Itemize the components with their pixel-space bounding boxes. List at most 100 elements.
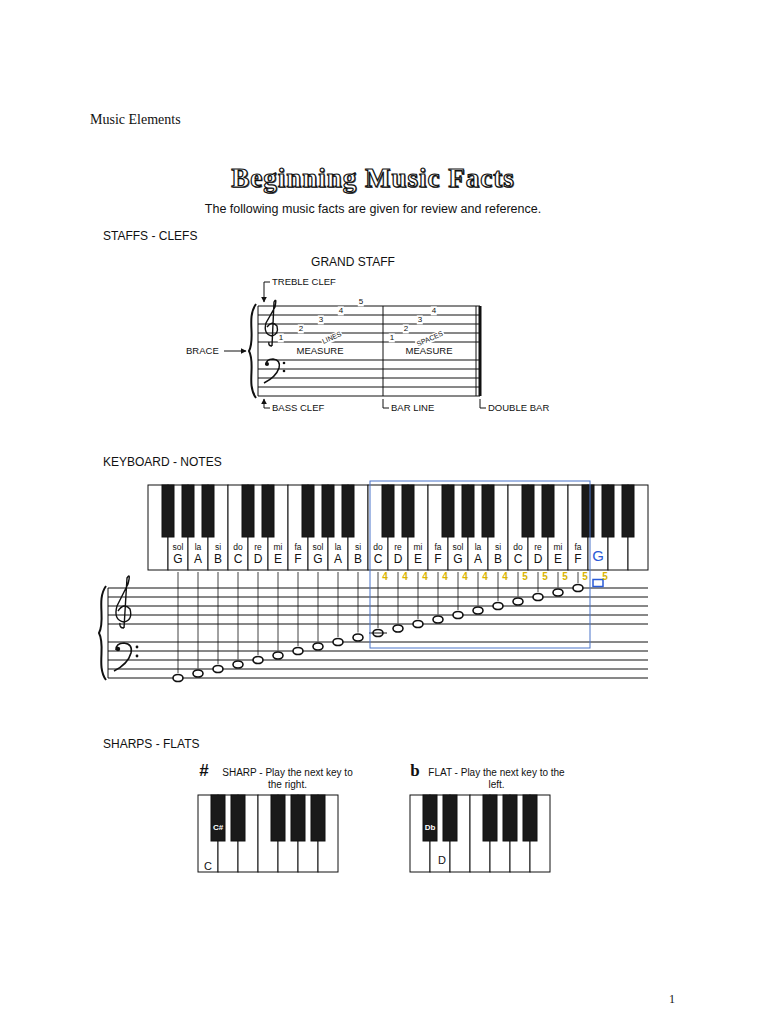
key-note-line — [458, 572, 459, 610]
solfege-label: si — [355, 543, 361, 553]
black-key — [542, 485, 554, 537]
key-note-line — [298, 572, 299, 646]
whole-note — [593, 580, 603, 587]
staff-line — [258, 333, 480, 334]
whole-note — [353, 634, 363, 641]
whole-note — [333, 639, 343, 646]
note-letter: D — [254, 553, 263, 567]
black-key — [622, 485, 634, 537]
note-letter: G — [173, 553, 182, 567]
key-note-line — [498, 572, 499, 601]
octave-number: 4 — [502, 571, 508, 583]
octave-number: 5 — [542, 571, 548, 583]
solfege-label: la — [195, 543, 202, 553]
note-letter: E — [274, 553, 282, 567]
section-heading: SHARPS - FLATS — [103, 738, 199, 752]
black-key — [423, 795, 437, 841]
key-note-line — [198, 572, 199, 669]
black-key — [291, 795, 305, 841]
space-number: 1 — [389, 333, 395, 342]
bass-clef-symbol — [283, 362, 286, 365]
note-letter: C — [234, 553, 243, 567]
section-heading: KEYBOARD - NOTES — [103, 456, 222, 470]
staff-line — [258, 306, 480, 307]
line-number: 1 — [278, 333, 284, 342]
black-key — [322, 485, 334, 537]
whole-note — [513, 598, 523, 605]
solfege-label: sol — [313, 543, 324, 553]
whole-note — [273, 652, 283, 659]
staff-line — [258, 369, 480, 370]
note-letter: D — [534, 553, 543, 567]
note-letter: B — [354, 553, 362, 567]
double-bar — [479, 306, 482, 396]
whole-note — [533, 594, 543, 601]
ledger-line — [369, 633, 387, 634]
key-label: C# — [213, 823, 223, 832]
brace-symbol — [99, 586, 106, 680]
solfege-label: mi — [414, 543, 423, 553]
black-key — [182, 485, 194, 537]
note-text: SHARP - Play the next key to the right. — [215, 767, 360, 790]
black-key — [503, 795, 517, 841]
key-note-line — [358, 572, 359, 633]
bass-clef-symbol — [264, 359, 279, 383]
octave-number: 4 — [482, 571, 488, 583]
solfege-label: la — [335, 543, 342, 553]
solfege-label: si — [495, 543, 501, 553]
staff-line — [258, 306, 259, 396]
page-heading: Music Elements — [90, 112, 181, 128]
octave-number: 4 — [422, 571, 428, 583]
note-letter: A — [194, 553, 202, 567]
staff-line — [108, 678, 648, 679]
space-number: 3 — [417, 315, 423, 324]
note-letter: B — [494, 553, 502, 567]
line-number: 3 — [318, 315, 324, 324]
bass-clef-symbol — [136, 655, 139, 658]
staff-line — [258, 342, 480, 343]
staff-heading: GRAND STAFF — [311, 256, 395, 270]
leader-line — [383, 399, 389, 408]
note-letter: A — [334, 553, 342, 567]
whole-note — [213, 666, 223, 673]
whole-note — [193, 670, 203, 677]
key-note-line — [238, 572, 239, 660]
sharp-flat-keys — [198, 795, 550, 872]
black-key — [311, 795, 325, 841]
part-label: DOUBLE BAR — [488, 403, 549, 414]
keyboard — [148, 485, 648, 570]
black-key — [211, 795, 225, 841]
whole-note — [453, 612, 463, 619]
key-note-line — [178, 572, 179, 673]
whole-note — [413, 621, 423, 628]
note-letter: F — [294, 553, 301, 567]
note-letter: G — [592, 547, 604, 564]
double-bar — [476, 306, 477, 396]
octave-number: 5 — [582, 571, 588, 583]
key-note-line — [538, 572, 539, 592]
solfege-label: do — [513, 543, 522, 553]
note-text: FLAT - Play the next key to the left. — [424, 767, 569, 790]
staff-line — [108, 588, 109, 678]
brace-symbol — [249, 304, 256, 398]
measure-label: MEASURE — [296, 346, 345, 357]
octave-number: 5 — [602, 571, 608, 583]
solfege-label: fa — [574, 543, 581, 553]
octave-number: 5 — [522, 571, 528, 583]
whole-note — [393, 625, 403, 632]
title: Beginning Music Facts — [231, 163, 515, 194]
treble-clef-symbol — [265, 300, 277, 346]
line-number: 4 — [338, 306, 344, 315]
key-note-line — [278, 572, 279, 651]
note-letter: A — [474, 553, 482, 567]
bass-clef-symbol — [283, 370, 286, 373]
note-letter: C — [514, 553, 523, 567]
black-key — [302, 485, 314, 537]
octave-number: 4 — [382, 571, 388, 583]
black-key — [271, 795, 285, 841]
grand-staff — [224, 282, 486, 408]
black-key — [231, 795, 245, 841]
line-number: 5 — [358, 297, 364, 306]
staff-line — [258, 324, 480, 325]
whole-note — [233, 661, 243, 668]
